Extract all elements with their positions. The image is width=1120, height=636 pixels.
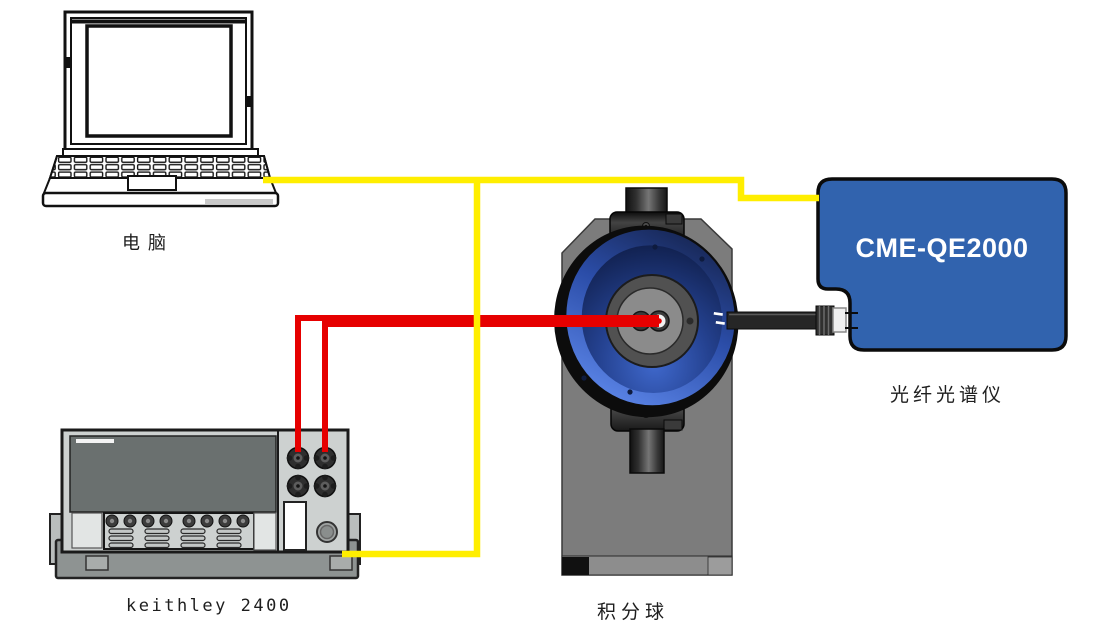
- foot-right: [329, 555, 353, 571]
- sphere-port-bottom: [629, 428, 665, 474]
- laptop-illustration: [41, 10, 280, 208]
- spectrometer-model-label: CME-QE2000: [855, 233, 1029, 263]
- spectrometer-label: 光纤光谱仪: [890, 385, 1006, 406]
- card-slot: [283, 501, 307, 551]
- fiber-ferrule: [832, 307, 847, 333]
- red-test-lead-1: [295, 315, 659, 452]
- sourcemeter-label: keithley 2400: [126, 596, 292, 616]
- spectrometer-body: [816, 177, 1068, 352]
- ring-screws: [581, 244, 705, 395]
- cables: [263, 176, 819, 558]
- terminal: [286, 474, 310, 498]
- fiber-connector: [815, 305, 835, 336]
- laptop-hinge: [62, 148, 259, 157]
- yellow-cable-computer-keithley: [342, 180, 481, 558]
- spectrometer-illustration: [726, 177, 1068, 352]
- foot-left: [85, 555, 109, 571]
- laptop-screen: [85, 24, 233, 138]
- integrating-sphere-illustration: [554, 187, 739, 576]
- terminal: [313, 474, 337, 498]
- laptop-keyboard: [48, 155, 272, 179]
- integrating-sphere-label: 积分球: [597, 602, 670, 623]
- lid-latch-right: [245, 96, 252, 107]
- yellow-cable-computer-spectrometer: [263, 176, 819, 202]
- display-screen: [69, 435, 277, 513]
- computer-label: 电脑: [122, 233, 174, 253]
- lid-latch-left: [64, 57, 71, 68]
- vent-slots: [108, 528, 242, 549]
- laptop-touchpad: [127, 175, 177, 191]
- red-test-lead-2: [322, 321, 659, 452]
- keithley-2400-illustration: [49, 428, 361, 580]
